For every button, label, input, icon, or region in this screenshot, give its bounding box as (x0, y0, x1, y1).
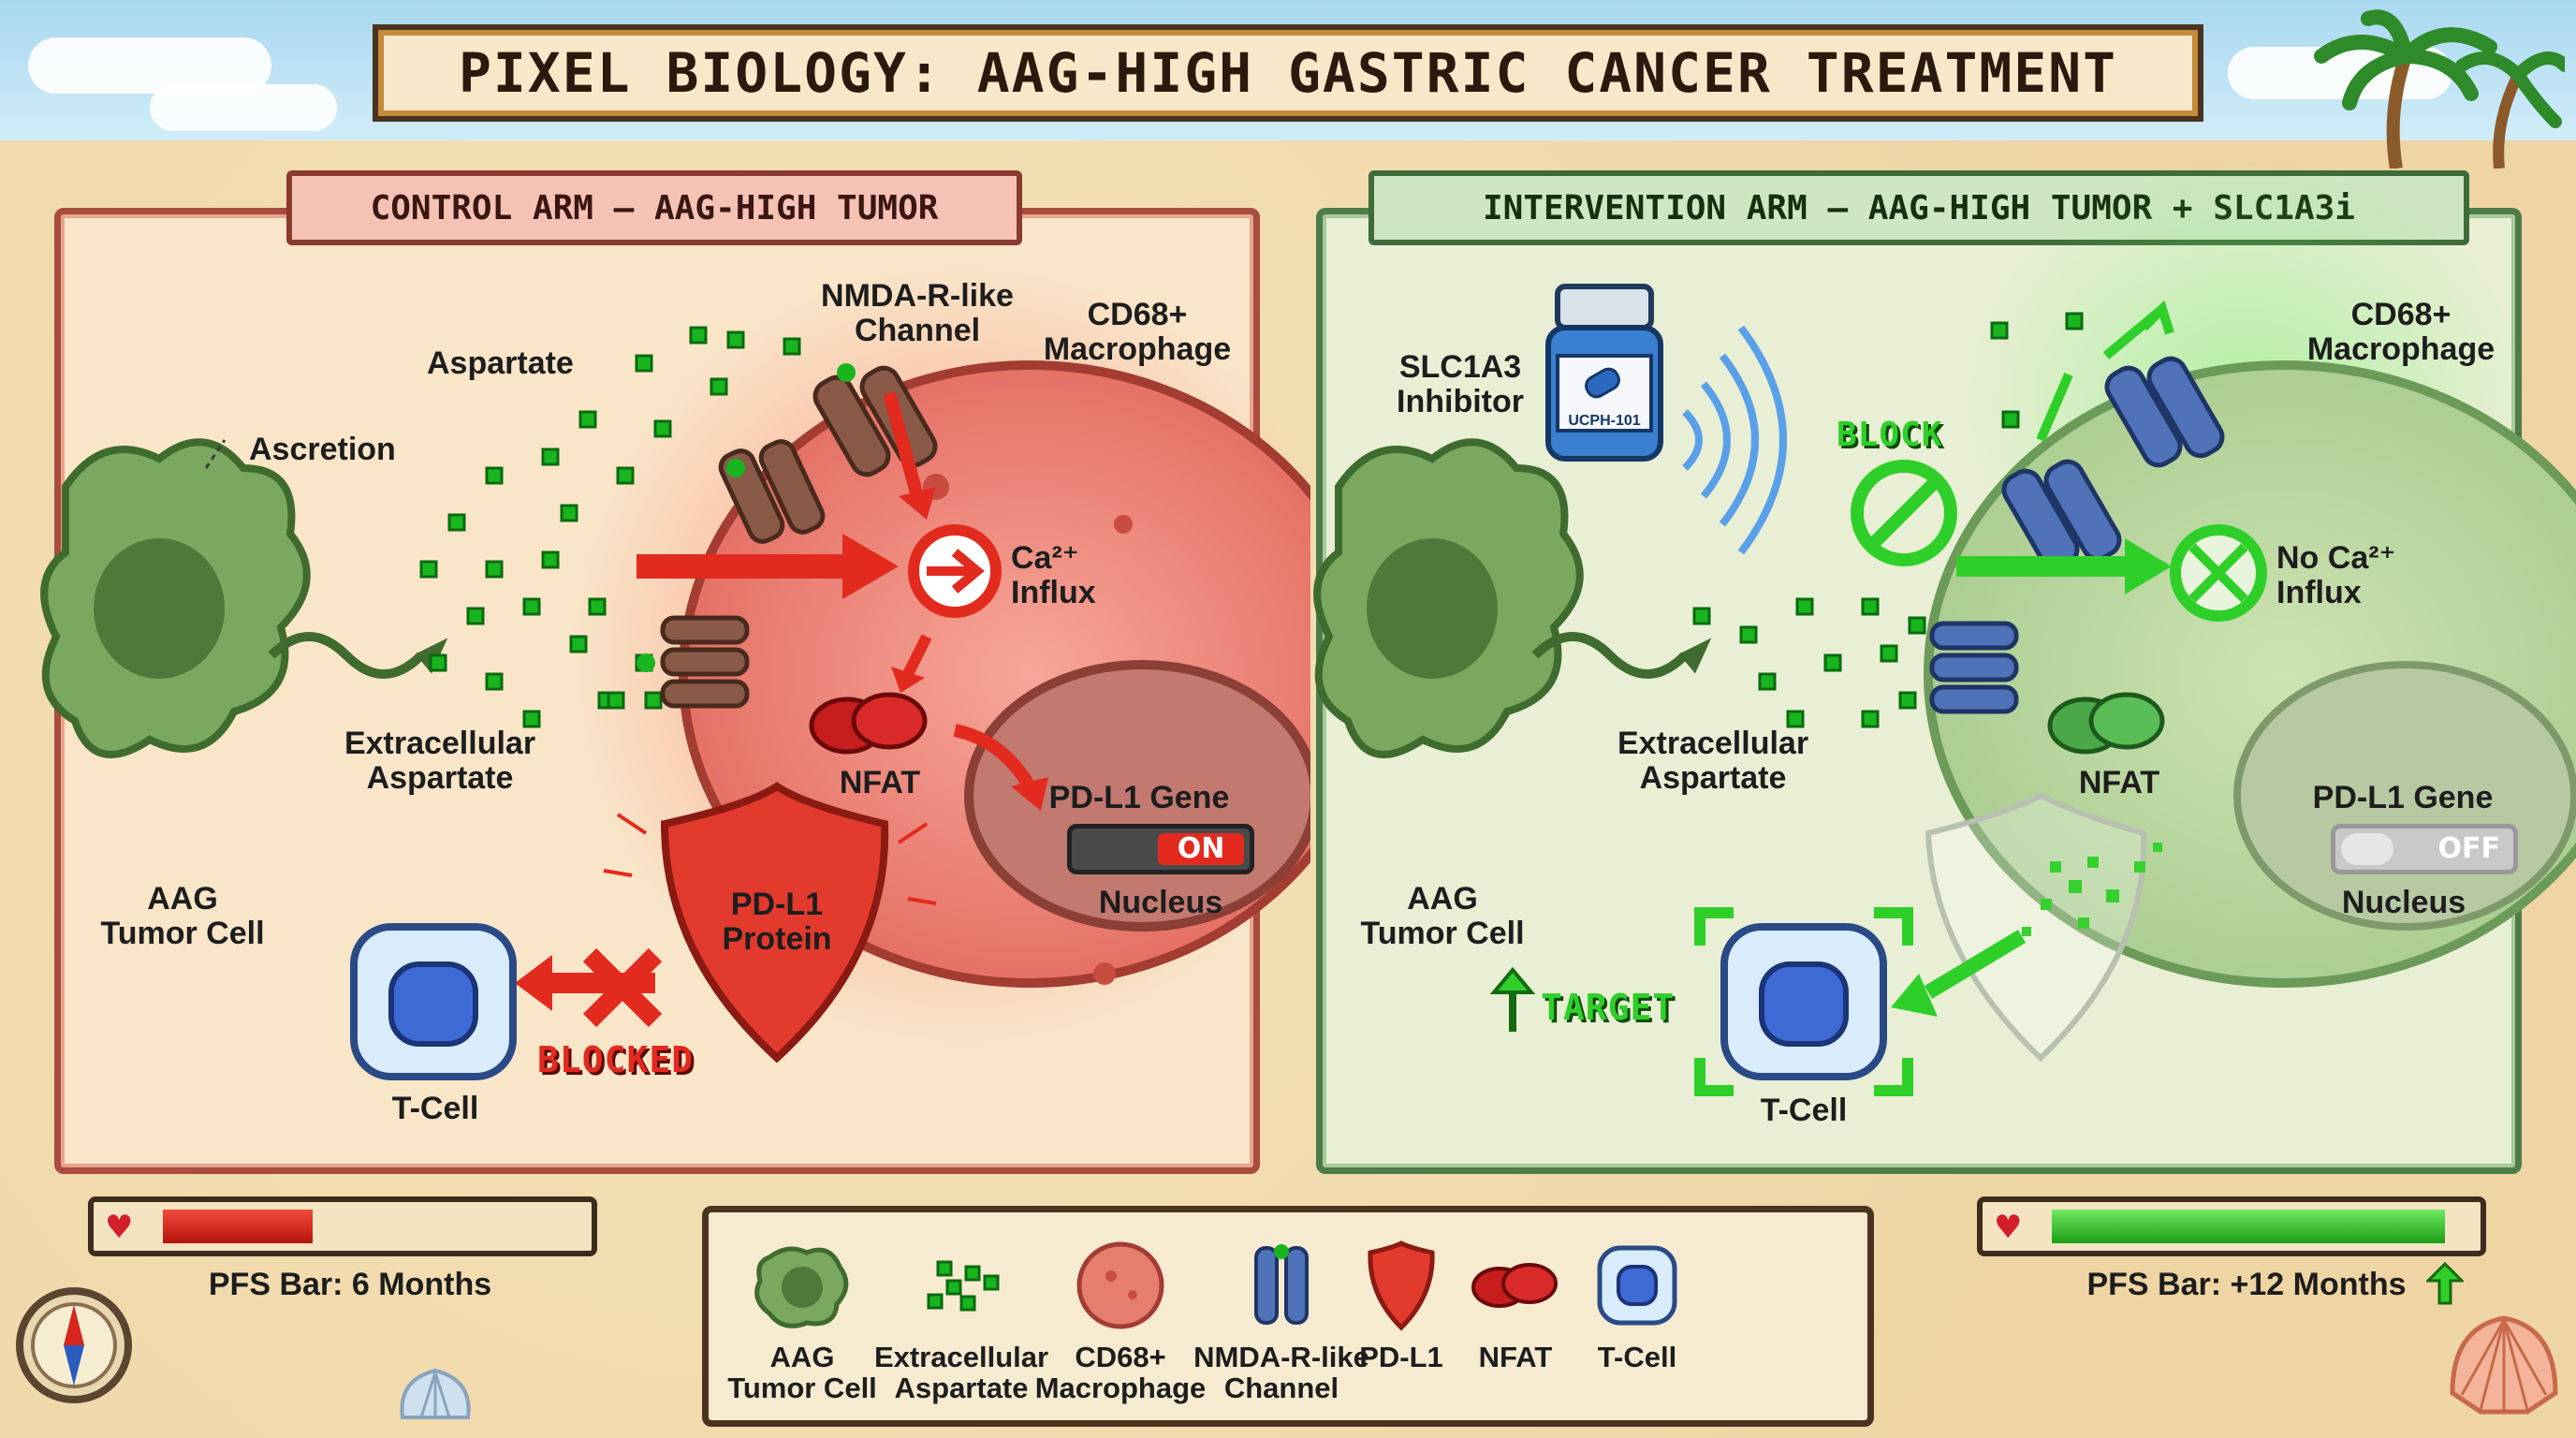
dissolve-particles (2022, 843, 2162, 936)
pdl1-gene-toggle: OFF (2331, 824, 2518, 874)
compass-icon (16, 1287, 132, 1403)
target-brackets (1694, 907, 1913, 1096)
ghost-shield (1925, 792, 2147, 1063)
page-title: PIXEL BIOLOGY: AAG-HIGH GASTRIC CANCER T… (458, 41, 2118, 105)
pfs-bar-intervention: ♥ (1977, 1196, 2486, 1256)
nfat-protein (809, 692, 928, 755)
channel-icon (1254, 1244, 1309, 1325)
legend-label: AAG Tumor Cell (727, 1341, 877, 1404)
nmda-channel (1929, 356, 2225, 714)
seashell-icon (400, 1368, 471, 1419)
legend-label: Extracellular Aspartate (873, 1341, 1049, 1404)
no-calcium-label: No Ca²⁺ Influx (2276, 540, 2396, 610)
scallop-shell-icon (2450, 1315, 2558, 1415)
signal-waves-icon (1682, 325, 1787, 555)
nfat-protein (2047, 692, 2165, 755)
macrophage-label: CD68+ Macrophage (1043, 297, 1232, 367)
pfs-fill-control (163, 1210, 313, 1243)
nucleus-label: Nucleus (1098, 885, 1223, 920)
legend: AAG Tumor Cell Extracellular Aspartate C… (702, 1206, 1874, 1427)
macrophage-label: CD68+ Macrophage (2306, 297, 2496, 367)
pdl1-protein-shield (660, 782, 889, 1064)
aspartate-molecules (1692, 312, 2084, 728)
nucleus-label: Nucleus (2341, 885, 2466, 920)
pdl1-protein-label: PD-L1 Protein (722, 887, 832, 957)
t-cell-label: T-Cell (1760, 1093, 1848, 1128)
nfat-label: NFAT (2078, 765, 2160, 800)
toggle-knob (2341, 833, 2393, 865)
pfs-bar-control: ♥ (88, 1196, 597, 1256)
drug-name-text: UCPH-101 (1568, 413, 1640, 429)
heart-icon: ♥ (1994, 1209, 2023, 1246)
block-icon (1851, 460, 1957, 566)
block-label: BLOCK (1837, 416, 1943, 454)
legend-label: CD68+ Macrophage (1034, 1341, 1207, 1404)
tumor-cell-label: AAG Tumor Cell (100, 881, 265, 951)
nmda-channel (660, 365, 938, 709)
target-label: TARGET (1541, 987, 1676, 1028)
pdl1-gene-label: PD-L1 Gene (1048, 780, 1230, 815)
control-arm-illustration (40, 262, 1310, 1080)
palm-tree-icon (2314, 9, 2565, 169)
title-banner: PIXEL BIOLOGY: AAG-HIGH GASTRIC CANCER T… (373, 24, 2203, 122)
aspartate-label: Aspartate (427, 345, 574, 381)
legend-label: NFAT (1478, 1341, 1553, 1373)
secretion-label: Ascretion (249, 432, 396, 467)
channel-label: NMDA-R-like Channel (821, 278, 1014, 348)
nfat-label: NFAT (839, 765, 921, 800)
legend-label: T-Cell (1597, 1341, 1677, 1373)
t-cell-label: T-Cell (391, 1091, 479, 1126)
legend-label: NMDA-R-like Channel (1193, 1341, 1369, 1404)
pfs-label-control: PFS Bar: 6 Months (208, 1267, 492, 1302)
legend-label: PD-L1 (1359, 1341, 1443, 1373)
up-arrow-icon (2426, 1262, 2464, 1305)
pdl1-shield-icon (1368, 1240, 1435, 1331)
toggle-off-text: OFF (2437, 832, 2501, 865)
inhibitor-label: SLC1A3 Inhibitor (1397, 349, 1524, 419)
aspartate-icon (927, 1260, 1000, 1312)
nfat-icon (1471, 1263, 1558, 1308)
pdl1-gene-toggle: ON (1067, 824, 1254, 874)
t-cell-icon (1597, 1245, 1677, 1326)
calcium-influx-label: Ca²⁺ Influx (1011, 540, 1096, 610)
pfs-fill-intervention (2052, 1210, 2445, 1243)
cloud (150, 84, 337, 131)
heart-icon: ♥ (105, 1209, 134, 1246)
control-arm-header: CONTROL ARM – AAG-HIGH TUMOR (286, 170, 1022, 245)
blocked-label: BLOCKED (537, 1039, 695, 1080)
toggle-on-text: ON (1158, 833, 1244, 865)
intervention-arm-illustration: UCPH-101 (1313, 159, 2576, 1096)
blocked-x-icon (582, 947, 663, 1028)
target-arrow-icon (1489, 966, 1536, 1032)
extracellular-aspartate-label: Extracellular Aspartate (1617, 726, 1809, 796)
macrophage-icon (1076, 1241, 1164, 1329)
drug-bottle-icon (1545, 284, 1663, 462)
pfs-label-intervention: PFS Bar: +12 Months (2086, 1267, 2407, 1302)
extracellular-aspartate-label: Extracellular Aspartate (344, 726, 536, 796)
pdl1-gene-label: PD-L1 Gene (2312, 780, 2494, 815)
tumor-cell-label: AAG Tumor Cell (1360, 881, 1525, 951)
tumor-cell-icon (754, 1246, 849, 1328)
